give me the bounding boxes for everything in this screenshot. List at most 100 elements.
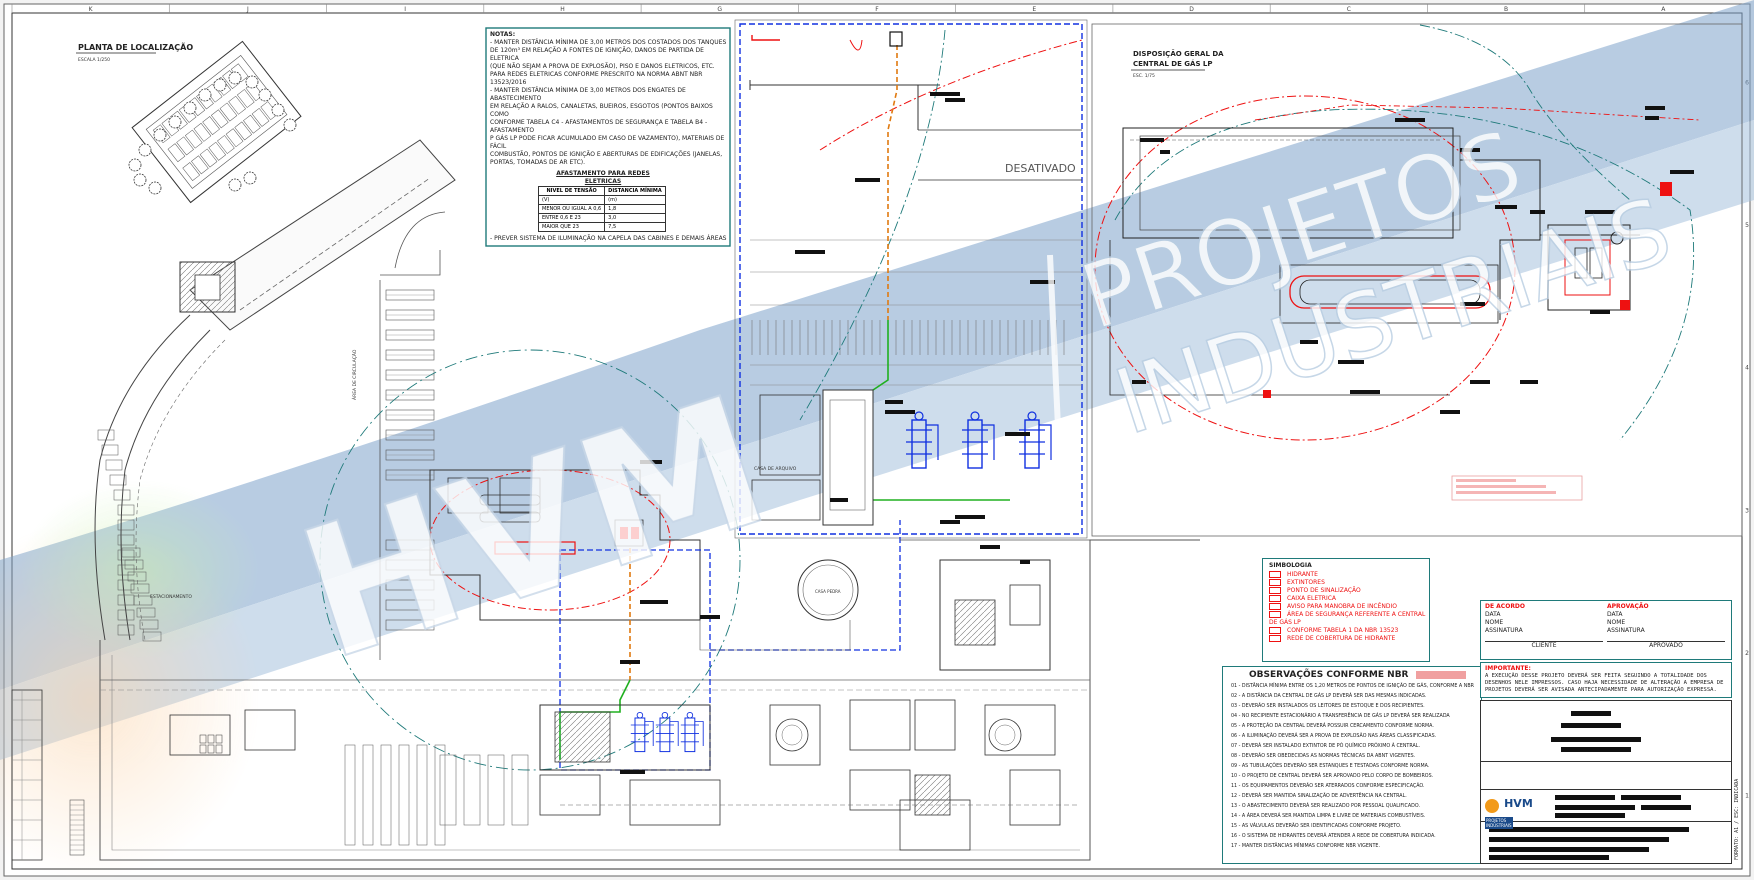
observation-line: 13 - O ABASTECIMENTO DEVERÁ SER REALIZAD… bbox=[1231, 804, 1420, 809]
tree bbox=[138, 143, 152, 157]
label-block bbox=[1590, 310, 1610, 314]
column-letter: H bbox=[560, 6, 565, 13]
parking-stall bbox=[167, 143, 186, 163]
de-acordo-field-1: NOME bbox=[1485, 619, 1504, 626]
building bbox=[1009, 769, 1061, 826]
parking-slot bbox=[117, 504, 135, 516]
company-logo: HVM PROJETOS INDUSTRIAIS bbox=[1485, 793, 1549, 829]
stair bbox=[69, 799, 85, 856]
parking-stall bbox=[184, 129, 203, 149]
note-line: DE 120m³ EM RELAÇÃO A FONTES DE IGNIÇÃO,… bbox=[490, 47, 704, 62]
column-letter: J bbox=[246, 6, 249, 13]
note-line: - MANTER DISTÂNCIA MÍNIMA DE 3,00 METROS… bbox=[490, 87, 686, 102]
label-block bbox=[1530, 210, 1545, 214]
parking-stall bbox=[176, 136, 194, 156]
label-block bbox=[1520, 380, 1538, 384]
column-letter: D bbox=[1189, 6, 1194, 13]
parking-row bbox=[385, 559, 435, 571]
tree bbox=[245, 75, 259, 89]
general-layout-scale: ESC. 1/75 bbox=[1133, 73, 1155, 79]
parking-slot bbox=[139, 619, 159, 630]
aprovacao-field-0: DATA bbox=[1607, 611, 1623, 618]
parking-column bbox=[487, 754, 505, 826]
title-block-field bbox=[1489, 847, 1649, 852]
parking-stall bbox=[202, 116, 220, 136]
label-casa-pedra: CASA PEDRA bbox=[815, 589, 841, 594]
aprovacao-field-1: NOME bbox=[1607, 619, 1626, 626]
row-number: 3 bbox=[1745, 507, 1749, 514]
label-block bbox=[885, 410, 915, 414]
vaporizer-icon bbox=[962, 411, 995, 469]
parking-slot bbox=[97, 429, 115, 441]
label-block bbox=[830, 498, 848, 502]
tree bbox=[153, 128, 167, 142]
parking-stall bbox=[199, 148, 218, 168]
side-label-2: ÁREA DE CIRCULAÇÃO bbox=[351, 349, 358, 400]
symbology-title: SIMBOLOGIA bbox=[1269, 562, 1312, 569]
observations-panel: OBSERVAÇÕES CONFORME NBR 01 - DISTÂNCIA … bbox=[1222, 666, 1482, 864]
de-acordo-title: DE ACORDO bbox=[1485, 603, 1526, 610]
label-block bbox=[1005, 432, 1030, 436]
label-desativado: DESATIVADO bbox=[1005, 162, 1076, 175]
label-block bbox=[1020, 560, 1030, 564]
symbol-item: AVISO PARA MANOBRA DE INCÊNDIO bbox=[1269, 603, 1429, 611]
row-number: 2 bbox=[1745, 650, 1749, 657]
symbol-icon bbox=[1269, 587, 1281, 594]
title-block-field bbox=[1551, 737, 1641, 742]
vaporizer-icon bbox=[680, 711, 704, 753]
building bbox=[169, 714, 231, 756]
parking-stall bbox=[191, 155, 209, 175]
bottom-buildings bbox=[169, 699, 1080, 851]
logo-sub1: PROJETOS bbox=[1486, 818, 1507, 823]
small-grid bbox=[207, 744, 215, 754]
parking-slot bbox=[117, 609, 135, 621]
middle-parking bbox=[379, 280, 435, 660]
label-block bbox=[955, 515, 985, 519]
side-label-1: ESTACIONAMENTO bbox=[150, 594, 192, 600]
location-plan-scale: ESCALA 1/250 bbox=[78, 57, 110, 63]
observation-line: 12 - DEVERÁ SER MANTIDA SINALIZAÇÃO DE A… bbox=[1231, 794, 1407, 799]
parking-slot bbox=[121, 547, 141, 558]
observation-line: 03 - DEVERÃO SER INSTALADOS OS LEITORES … bbox=[1231, 704, 1425, 709]
de-acordo-field-2: ASSINATURA bbox=[1485, 627, 1523, 634]
parking-slot bbox=[124, 559, 144, 570]
label-block bbox=[1460, 148, 1480, 152]
round-tank bbox=[988, 718, 1022, 752]
symbol-icon bbox=[1269, 627, 1281, 634]
observation-line: 08 - DEVERÃO SER OBEDECIDAS AS NORMAS TÉ… bbox=[1231, 754, 1416, 759]
parking-stall bbox=[208, 141, 227, 161]
logo-sub2: INDUSTRIAIS bbox=[1486, 823, 1512, 828]
parking-stall bbox=[210, 109, 229, 129]
parking-slot bbox=[113, 489, 131, 501]
symbol-icon bbox=[1269, 635, 1281, 642]
label-block bbox=[885, 400, 903, 404]
parking-stall bbox=[182, 162, 201, 182]
small-grid bbox=[199, 734, 207, 744]
note-line: - PREVER SISTEMA DE ILUMINAÇÃO NA CAPELA… bbox=[490, 235, 727, 242]
note-line: - MANTER DISTÂNCIA MÍNIMA DE 3,00 METROS… bbox=[490, 39, 727, 46]
parking-slot bbox=[130, 583, 150, 594]
parking-slot bbox=[117, 564, 135, 576]
label-block bbox=[1140, 138, 1164, 142]
parking-column bbox=[511, 754, 529, 826]
column-letter: G bbox=[717, 6, 722, 13]
label-block bbox=[1160, 150, 1170, 154]
detail-area-top: DESATIVADO CASA DE ARQUIVO bbox=[734, 19, 1088, 539]
table-unit-0: (V) bbox=[537, 195, 606, 205]
parking-column bbox=[463, 754, 481, 826]
observation-line: 10 - O PROJETO DE CENTRAL DEVERÁ SER APR… bbox=[1231, 774, 1434, 779]
note-line: PORTAS, TOMADAS DE AR ETC). bbox=[490, 159, 586, 166]
parking-row bbox=[385, 579, 435, 591]
note-line: CONFORME TABELA C4 - AFASTAMENTOS DE SEG… bbox=[490, 119, 708, 134]
aprovacao-sign: APROVADO bbox=[1607, 641, 1725, 650]
symbol-item: HIDRANTE bbox=[1269, 571, 1429, 579]
symbol-item: CAIXA ELETRICA bbox=[1269, 595, 1429, 603]
label-block bbox=[1338, 360, 1364, 364]
title-block-field bbox=[1555, 813, 1625, 818]
symbol-item: PONTO DE SINALIZAÇÃO bbox=[1269, 587, 1429, 595]
title-block-field bbox=[1555, 795, 1615, 800]
small-grid bbox=[207, 734, 215, 744]
